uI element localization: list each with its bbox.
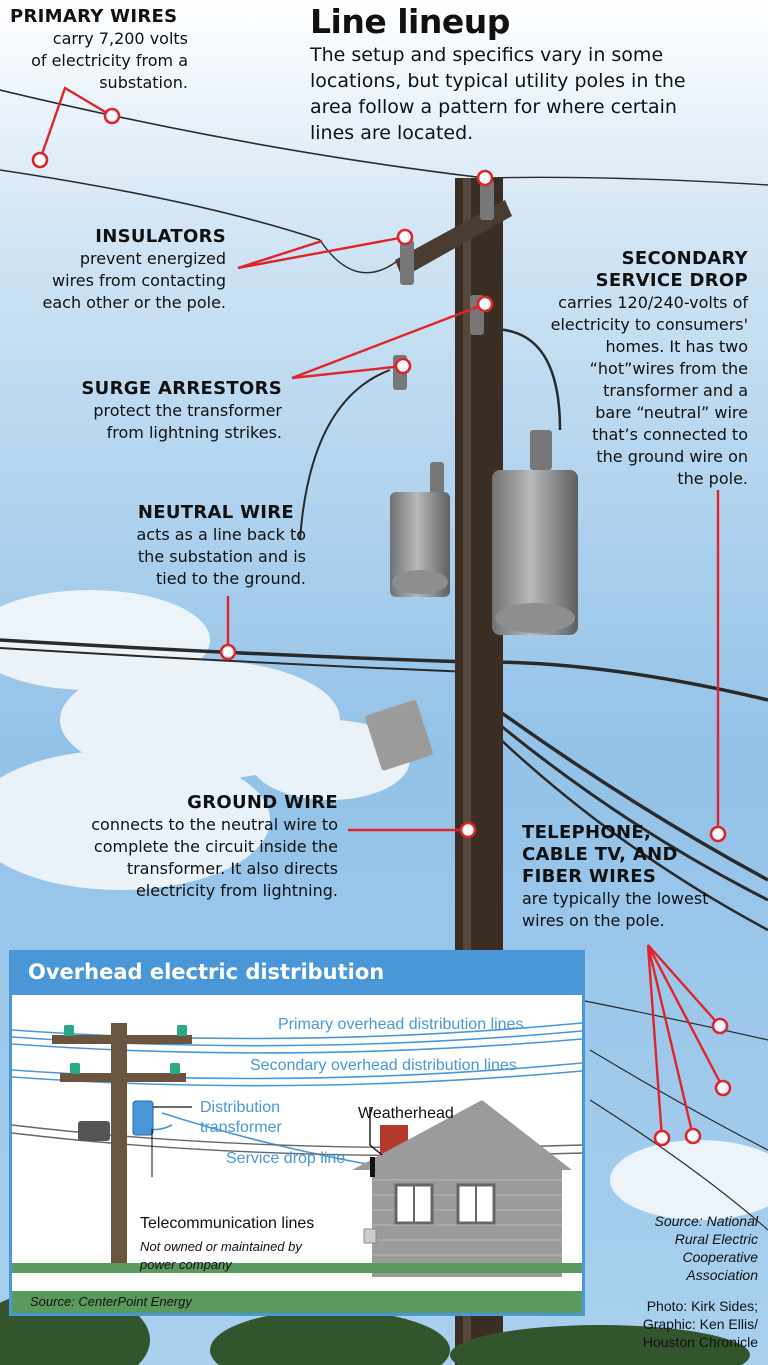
secondary-lines-label: Secondary overhead distribution lines [250, 1057, 517, 1074]
source-credit: Source: National Rural Electric Cooperat… [654, 1213, 758, 1283]
callout-text: carries 120/240-volts of electricity to … [550, 293, 748, 488]
transformer-label: Distribution transformer [200, 1098, 282, 1138]
insulator-shapes [393, 180, 552, 497]
inset-source-bar: Source: CenterPoint Energy [12, 1291, 582, 1313]
inset-diagram [12, 1022, 582, 1277]
inset-transformer [132, 1100, 154, 1136]
callout-text: carry 7,200 volts of electricity from a … [31, 29, 188, 92]
trees [0, 1290, 750, 1365]
callout-neutral-wire: NEUTRAL WIRE acts as a line back to the … [0, 502, 306, 590]
intro-text: The setup and specifics vary in some loc… [310, 44, 686, 144]
transformer-small [390, 492, 450, 597]
transformer-large [492, 470, 578, 635]
distribution-inset: Overhead electric distribution [9, 950, 585, 1316]
meter-box [365, 700, 433, 771]
photo-credit: Photo: Kirk Sides; Graphic: Ken Ellis/ H… [642, 1298, 758, 1350]
primary-lines-label: Primary overhead distribution lines [278, 1016, 524, 1033]
callout-text: connects to the neutral wire to complete… [91, 815, 338, 900]
weatherhead-label: Weatherhead [358, 1105, 454, 1122]
inset-header: Overhead electric distribution [12, 953, 582, 995]
service-drop-label: Service drop line [226, 1150, 346, 1167]
callout-heading: CABLE TV, AND [522, 844, 678, 865]
callout-heading: FIBER WIRES [522, 866, 657, 887]
callout-markers [31, 107, 732, 1147]
callout-text: are typically the lowest wires on the po… [522, 889, 709, 930]
callout-text: prevent energized wires from contacting … [42, 249, 227, 312]
callout-primary-wires: PRIMARY WIRES carry 7,200 volts of elect… [0, 6, 188, 94]
inset-source: Source: CenterPoint Energy [30, 1294, 192, 1309]
callout-insulators: INSULATORS prevent energized wires from … [0, 226, 227, 314]
telecom-label: Telecommunication lines [140, 1215, 315, 1232]
callout-ground-wire: GROUND WIRE connects to the neutral wire… [0, 792, 338, 902]
callout-heading: SERVICE DROP [595, 270, 748, 291]
inset-title: Overhead electric distribution [28, 960, 385, 984]
page-title: Line lineup [310, 2, 510, 41]
callout-heading: GROUND WIRE [187, 792, 338, 813]
callout-surge-arrestors: SURGE ARRESTORS protect the transformer … [0, 378, 282, 444]
callout-heading: SECONDARY [621, 248, 748, 269]
clouds [0, 590, 768, 1220]
callout-heading: PRIMARY WIRES [10, 6, 178, 27]
callout-text: protect the transformer from lightning s… [93, 401, 282, 442]
callout-heading: TELEPHONE, [522, 822, 652, 843]
callout-text: acts as a line back to the substation an… [136, 525, 306, 588]
telecom-note: Not owned or maintained by power company [140, 1239, 302, 1272]
callout-secondary-service-drop: SECONDARY SERVICE DROP carries 120/240-v… [500, 248, 748, 490]
transformer-label-line2: transformer [200, 1119, 282, 1136]
callout-heading: INSULATORS [95, 226, 226, 247]
callout-heading: SURGE ARRESTORS [81, 378, 282, 399]
callout-leaders [38, 86, 725, 1139]
inset-house [352, 1100, 572, 1277]
callout-telephone-wires: TELEPHONE, CABLE TV, AND FIBER WIRES are… [522, 822, 762, 932]
callout-heading: NEUTRAL WIRE [137, 502, 294, 523]
transformer-label-line1: Distribution [200, 1099, 281, 1116]
